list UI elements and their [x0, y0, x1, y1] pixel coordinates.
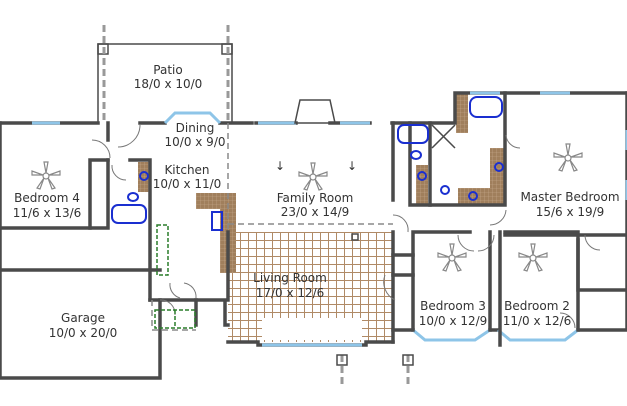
- ceiling-fan-icon: [298, 162, 328, 191]
- room-name-living-room: Living Room: [253, 271, 327, 285]
- room-name-bedroom-2: Bedroom 2: [504, 299, 570, 313]
- room-name-bedroom-4: Bedroom 4: [14, 191, 80, 205]
- ceiling-fan-icon: [518, 243, 548, 272]
- room-size-master-bedroom: 15/6 x 19/9: [536, 205, 605, 219]
- ceiling-fan-icon: [437, 243, 467, 272]
- room-name-garage: Garage: [61, 311, 105, 325]
- room-size-patio: 18/0 x 10/0: [134, 77, 203, 91]
- ceiling-fan-icon: [31, 161, 61, 190]
- room-name-patio: Patio: [153, 63, 182, 77]
- room-size-dining: 10/0 x 9/0: [165, 135, 226, 149]
- toilet-icon: [127, 192, 139, 202]
- room-size-bedroom-2: 11/0 x 12/6: [503, 314, 572, 328]
- room-size-family-room: 23/0 x 14/9: [281, 205, 350, 219]
- bathtub-icon: [111, 204, 147, 224]
- sink-icon: [139, 171, 149, 181]
- room-size-garage: 10/0 x 20/0: [49, 326, 118, 340]
- room-name-bedroom-3: Bedroom 3: [420, 299, 486, 313]
- room-name-master-bedroom: Master Bedroom: [520, 190, 619, 204]
- arrow-down-icon: ↓: [275, 159, 285, 173]
- bath-fixtures: [111, 96, 504, 231]
- interior-walls: [0, 91, 627, 347]
- room-size-bedroom-3: 10/0 x 12/9: [419, 314, 488, 328]
- room-divider-lines: [151, 123, 393, 331]
- room-name-family-room: Family Room: [277, 191, 354, 205]
- room-name-kitchen: Kitchen: [164, 163, 209, 177]
- room-size-living-room: 17/0 x 12/6: [256, 286, 325, 300]
- room-size-bedroom-4: 11/6 x 13/6: [13, 206, 82, 220]
- arrow-down-icon: ↓: [347, 159, 357, 173]
- patio: [97, 25, 233, 123]
- room-size-kitchen: 10/0 x 11/0: [153, 177, 222, 191]
- room-name-dining: Dining: [176, 121, 215, 135]
- ceiling-fan-icon: [553, 143, 583, 172]
